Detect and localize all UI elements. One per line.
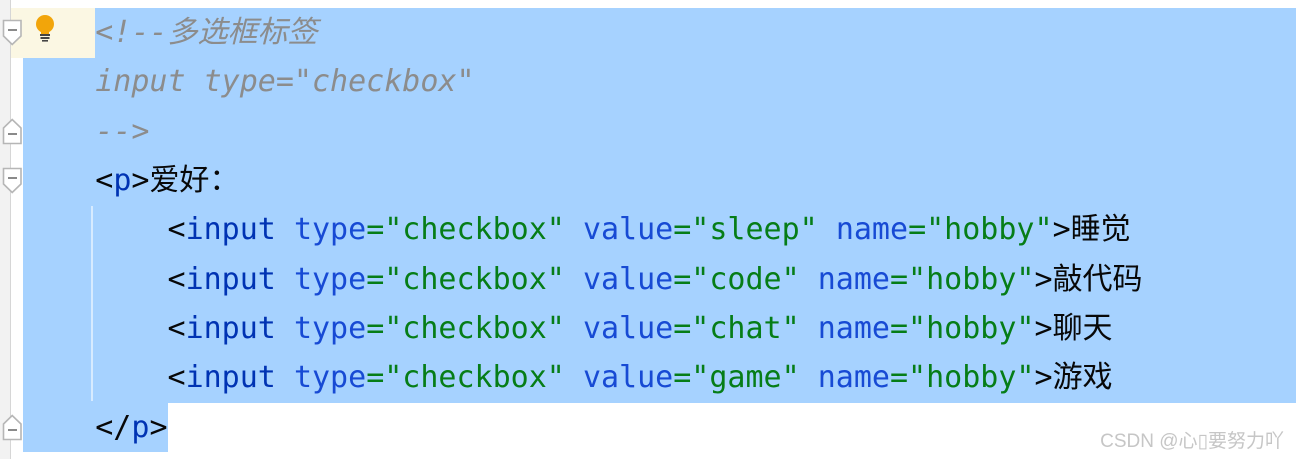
code-token: value [582,360,674,396]
code-token: type [293,310,367,346]
code-token: ="code" [673,261,800,297]
code-line-3[interactable]: --> [23,107,149,157]
code-token [800,262,818,297]
code-token: input [185,360,276,396]
code-token: input type="checkbox" [23,64,475,100]
code-token: --> [23,113,150,149]
code-token [565,212,583,247]
gutter-separator [10,0,11,459]
code-line-1[interactable]: <!--多选框标签 [23,8,318,58]
code-token [565,311,583,346]
intention-lightbulb-icon[interactable] [34,13,56,43]
code-token: > [1034,261,1053,297]
code-token: ="hobby" [890,310,1035,346]
code-line-6[interactable]: <input type="checkbox" value="code" name… [23,255,1143,305]
code-token: value [582,310,674,346]
code-token: value [582,261,674,297]
code-token: ="checkbox" [366,310,565,346]
code-token [565,360,583,395]
code-token [818,212,836,247]
code-token: ="chat" [673,310,800,346]
code-token [23,262,168,297]
selection-highlight [95,8,1296,58]
code-token [565,262,583,297]
code-token [23,311,168,346]
code-token [276,360,294,395]
code-token: ="game" [673,360,800,396]
code-token: name [835,212,909,248]
code-token: ="hobby" [908,212,1053,248]
code-token: < [95,162,114,198]
code-token [800,360,818,395]
code-token: ="sleep" [673,212,818,248]
code-token: p [131,409,150,445]
watermark: CSDN @心▯要努力吖 [1100,431,1284,452]
indent-guide [91,206,93,401]
code-token: input [185,310,276,346]
code-token: 游戏 [1052,360,1113,396]
code-token: > [1052,212,1071,248]
code-token: 敲代码 [1052,261,1143,297]
code-token [23,212,168,247]
code-token: </ [95,409,132,445]
code-token: ="hobby" [890,261,1035,297]
fold-start-icon[interactable] [2,19,23,46]
selection-highlight [23,403,168,452]
fold-end-icon[interactable] [2,118,23,145]
code-token: ="checkbox" [366,261,565,297]
code-token: < [167,360,186,396]
selection-highlight [23,58,1296,403]
fold-end-icon[interactable] [2,414,23,441]
code-token: type [293,360,367,396]
code-token: 睡觉 [1070,212,1131,248]
code-token: < [167,212,186,248]
code-line-2[interactable]: input type="checkbox" [23,57,475,107]
code-token [23,360,168,395]
code-token: < [167,261,186,297]
code-token: input [185,212,276,248]
code-token: name [817,360,890,396]
code-token: name [817,310,890,346]
code-token: ="checkbox" [366,360,565,396]
code-token: ="hobby" [890,360,1035,396]
code-token [276,311,294,346]
code-line-8[interactable]: <input type="checkbox" value="game" name… [23,353,1113,403]
code-token: 爱好： [149,162,240,198]
code-token [23,410,95,445]
code-token: type [293,212,367,248]
code-token: type [293,261,367,297]
code-token: ="checkbox" [366,212,565,248]
code-token: value [582,212,674,248]
code-line-5[interactable]: <input type="checkbox" value="sleep" nam… [23,205,1131,255]
code-token: <!--多选框标签 [23,15,318,50]
code-token: > [149,409,168,445]
fold-start-icon[interactable] [2,167,23,194]
gutter [0,0,10,459]
code-token: p [113,162,132,198]
code-token: name [817,261,890,297]
code-token: > [1034,310,1053,346]
code-token: 聊天 [1052,310,1113,346]
code-line-7[interactable]: <input type="checkbox" value="chat" name… [23,304,1113,354]
code-token: < [167,310,186,346]
code-token [800,311,818,346]
code-token [23,163,95,198]
code-token: input [185,261,276,297]
code-token: > [131,162,150,198]
code-line-4[interactable]: <p>爱好： [23,156,239,206]
code-token [276,212,294,247]
caret-row-highlight [11,8,95,58]
code-line-9[interactable]: </p> [23,403,168,453]
code-token: > [1034,360,1053,396]
code-token [276,262,294,297]
